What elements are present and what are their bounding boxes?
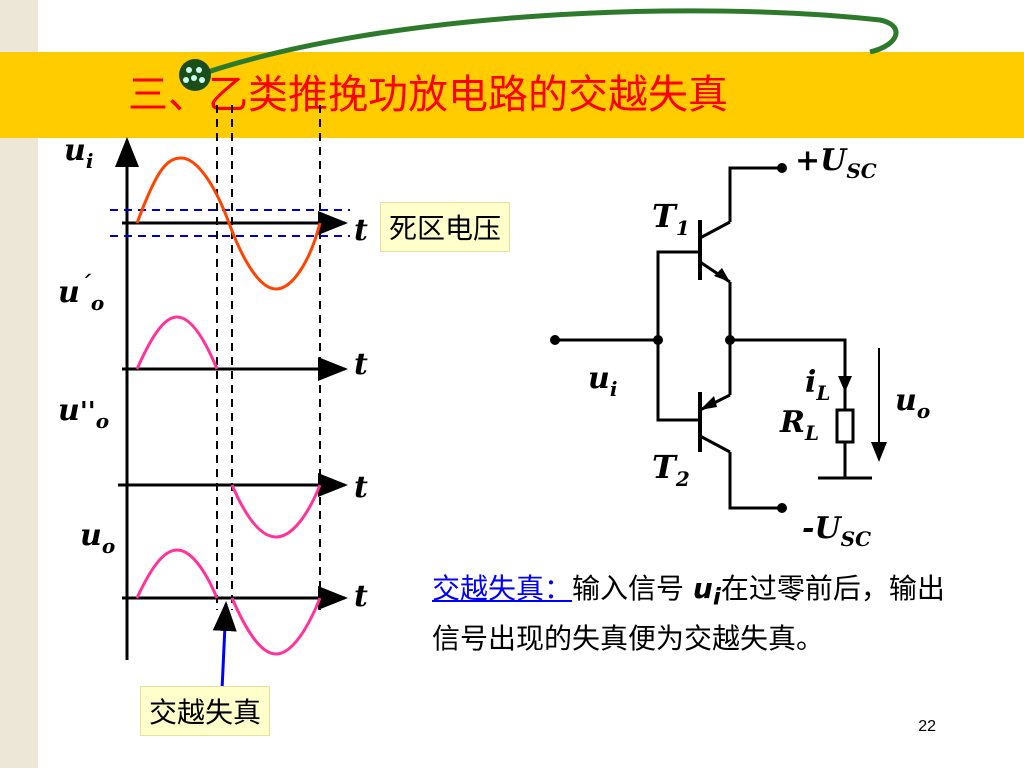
output-label: uo: [895, 383, 930, 423]
note-term: 交越失真：: [432, 572, 573, 605]
t2-label: T2: [652, 448, 690, 491]
t-label-ui: t: [354, 213, 368, 248]
load-resistor: [835, 408, 855, 444]
label-uo2: u''o: [58, 393, 109, 433]
t1-emitter-arrow: [714, 268, 730, 282]
label-uo1: u´o: [58, 272, 104, 315]
title-band: [0, 52, 1024, 138]
circuit-nodes: [550, 163, 787, 513]
note-text-1: 输入信号: [572, 572, 693, 605]
t2-emitter-arrow: [700, 396, 717, 410]
note-var-sub: i: [712, 582, 721, 611]
t-label-uo2: t: [354, 470, 368, 505]
label-uo: uo: [80, 518, 115, 558]
label-ui: ui: [64, 133, 93, 173]
circuit-wiring: [555, 166, 887, 510]
input-label: ui: [588, 361, 617, 401]
combined-output-wave: [135, 548, 322, 656]
t-label-uo: t: [354, 579, 368, 614]
decorative-orb: [179, 59, 211, 91]
note-var-u: u: [692, 572, 713, 605]
il-label: iL: [805, 365, 830, 405]
input-sine-wave: [135, 156, 322, 291]
rl-label: RL: [779, 405, 819, 445]
slide-title: 三、乙类推挽功放电路的交越失真: [128, 72, 728, 118]
dead-zone-lines: [110, 209, 350, 237]
explanation-note: 交越失真：输入信号 ui在过零前后，输出信号出现的失真便为交越失真。: [432, 568, 972, 660]
vcc-positive-label: +USC: [795, 143, 877, 183]
dead-zone-label: 死区电压: [380, 202, 511, 252]
slide-number: 22: [918, 718, 936, 735]
t-label-uo1: t: [354, 347, 368, 382]
t1-label: T1: [652, 197, 690, 240]
decorative-swoosh: [189, 8, 899, 81]
t2-output-half-wave: [230, 484, 322, 539]
il-current-arrow: [838, 376, 852, 392]
t1-output-half-wave: [135, 315, 219, 370]
crossover-label: 交越失真: [140, 686, 271, 736]
vcc-negative-label: -USC: [802, 511, 871, 551]
crossover-pointer: [212, 601, 237, 691]
note-text-2: 在过零前后，输出信号出现的失真便为交越失真。: [432, 572, 945, 655]
